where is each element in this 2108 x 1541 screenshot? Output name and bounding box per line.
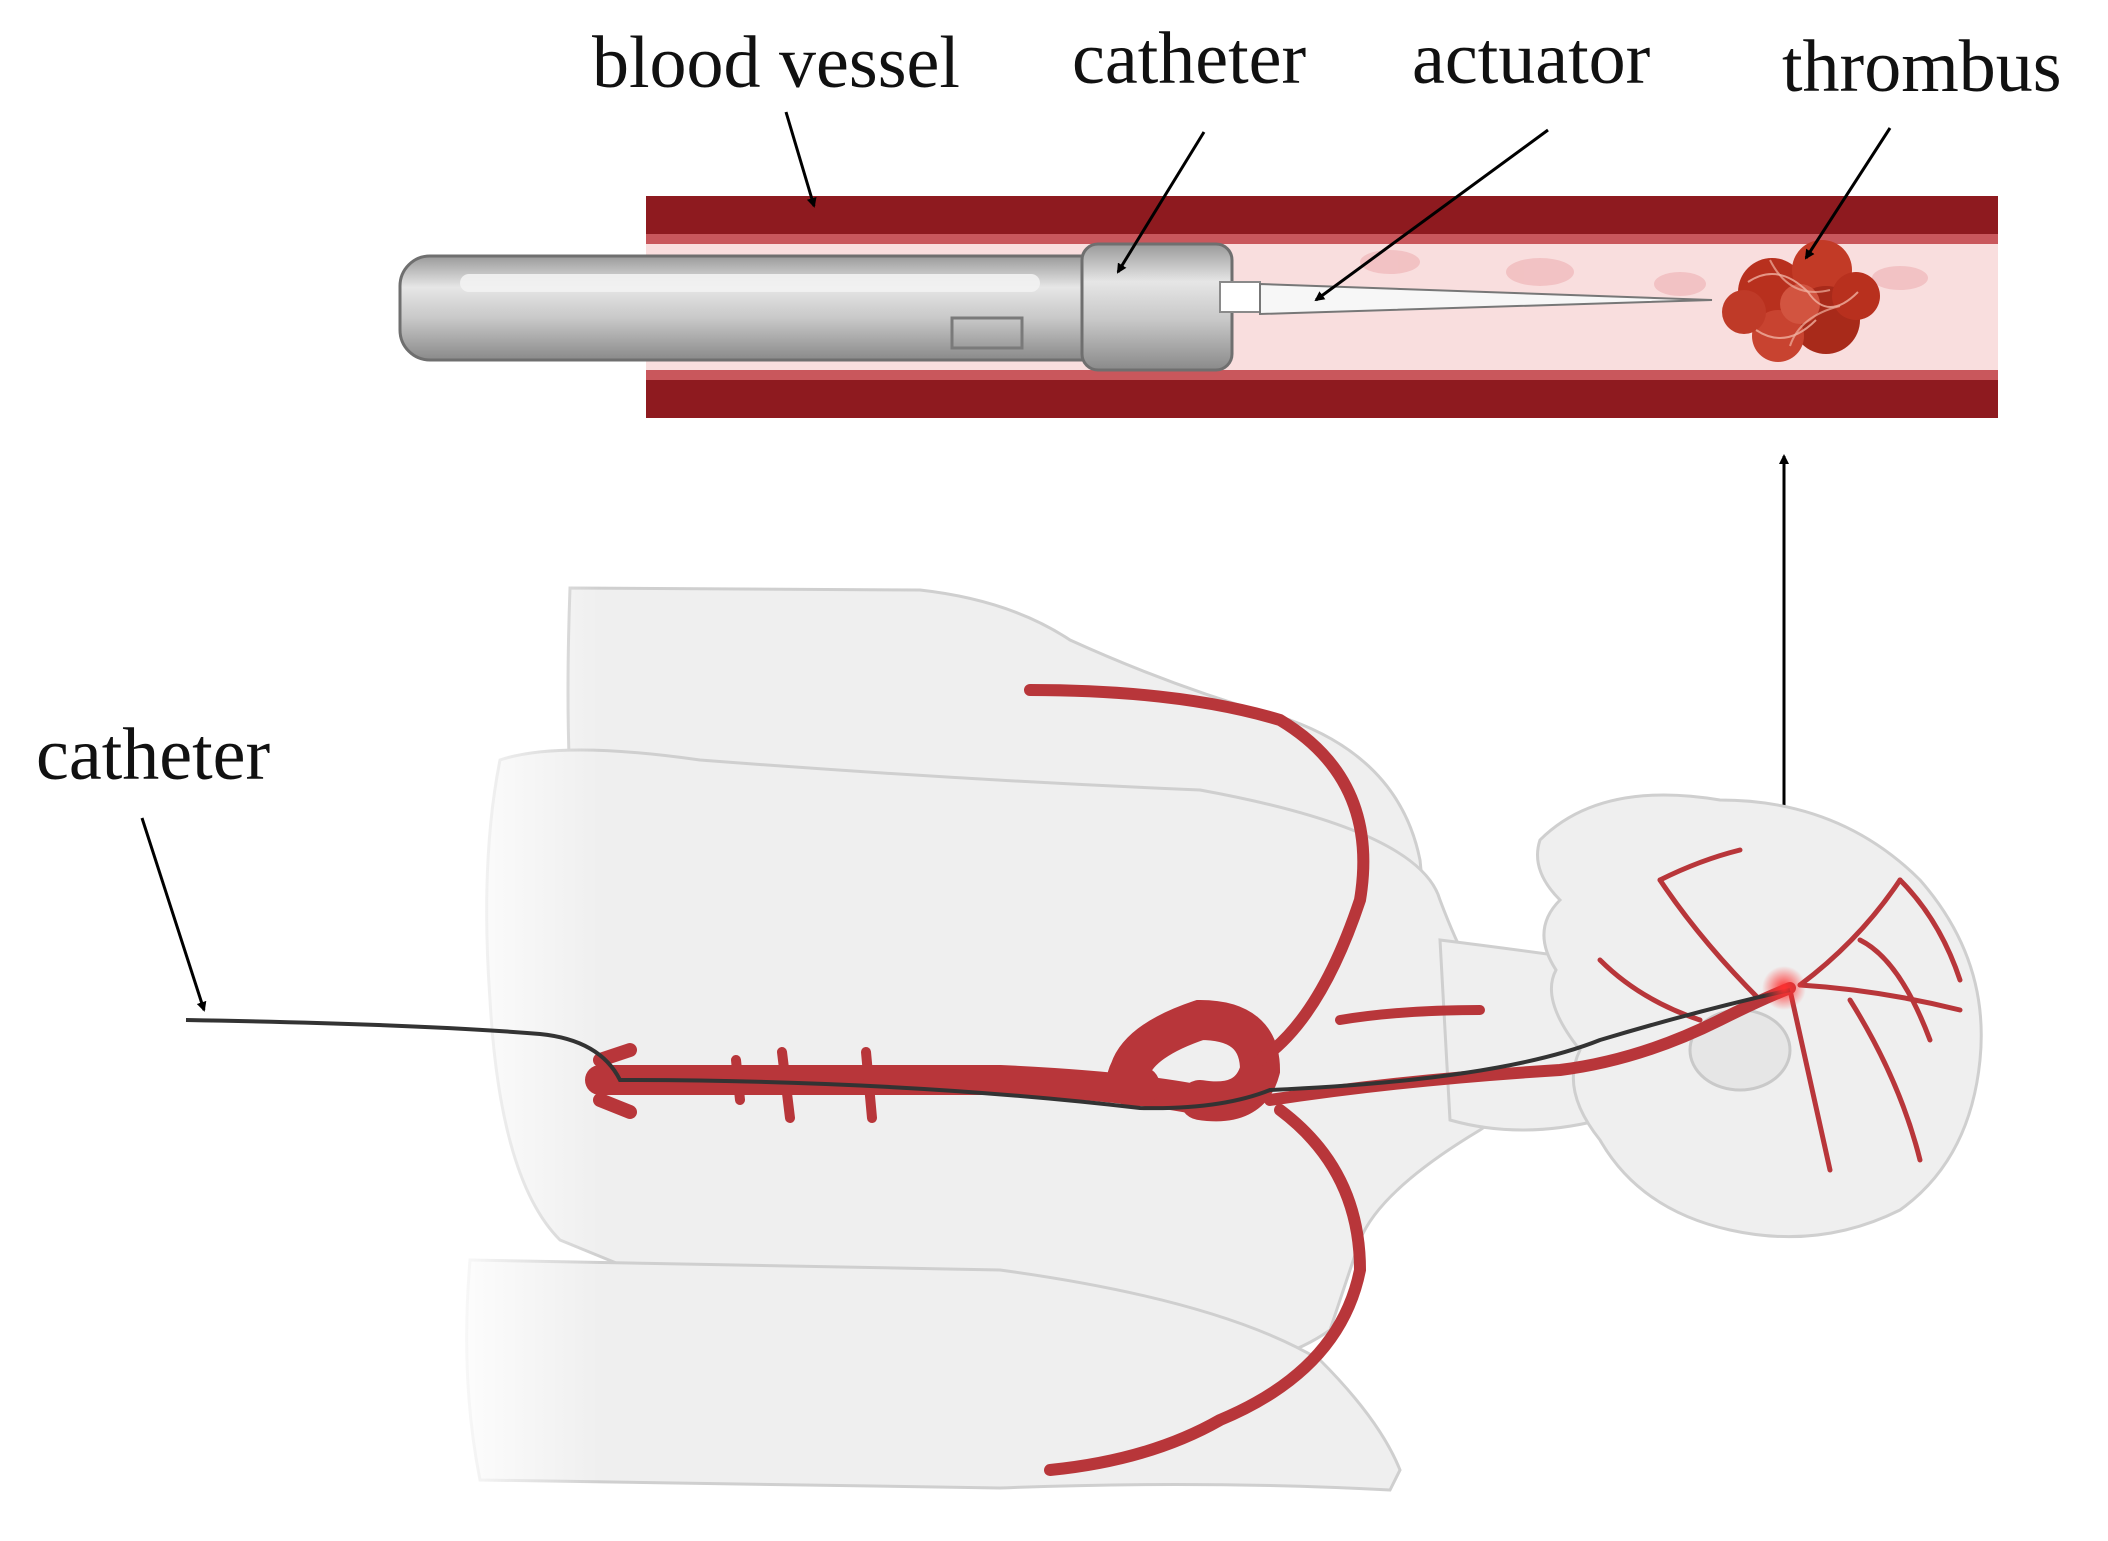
vessel-wall-bottom (646, 376, 1998, 418)
actuator-tip (1259, 282, 1713, 316)
catheter-device-icon (398, 242, 1261, 372)
human-body (440, 560, 1983, 1520)
arrow-icon (1116, 131, 1206, 274)
occlusion-site-icon (1762, 966, 1806, 1010)
label-catheter-body: catheter (36, 714, 271, 796)
label-thrombus: thrombus (1782, 26, 2062, 108)
vessel-inset (398, 196, 1998, 418)
arrow-icon (784, 111, 817, 208)
vessel-wall-top (646, 196, 1998, 238)
catheter-wire (185, 988, 1791, 1111)
label-actuator: actuator (1412, 18, 1651, 100)
label-blood-vessel: blood vessel (592, 22, 960, 104)
arrow-icon (1804, 127, 1892, 260)
arrow-icon (140, 817, 207, 1012)
thrombus-icon (1722, 240, 1880, 362)
arrow-icon (1314, 128, 1549, 302)
label-catheter-top: catheter (1072, 18, 1307, 100)
